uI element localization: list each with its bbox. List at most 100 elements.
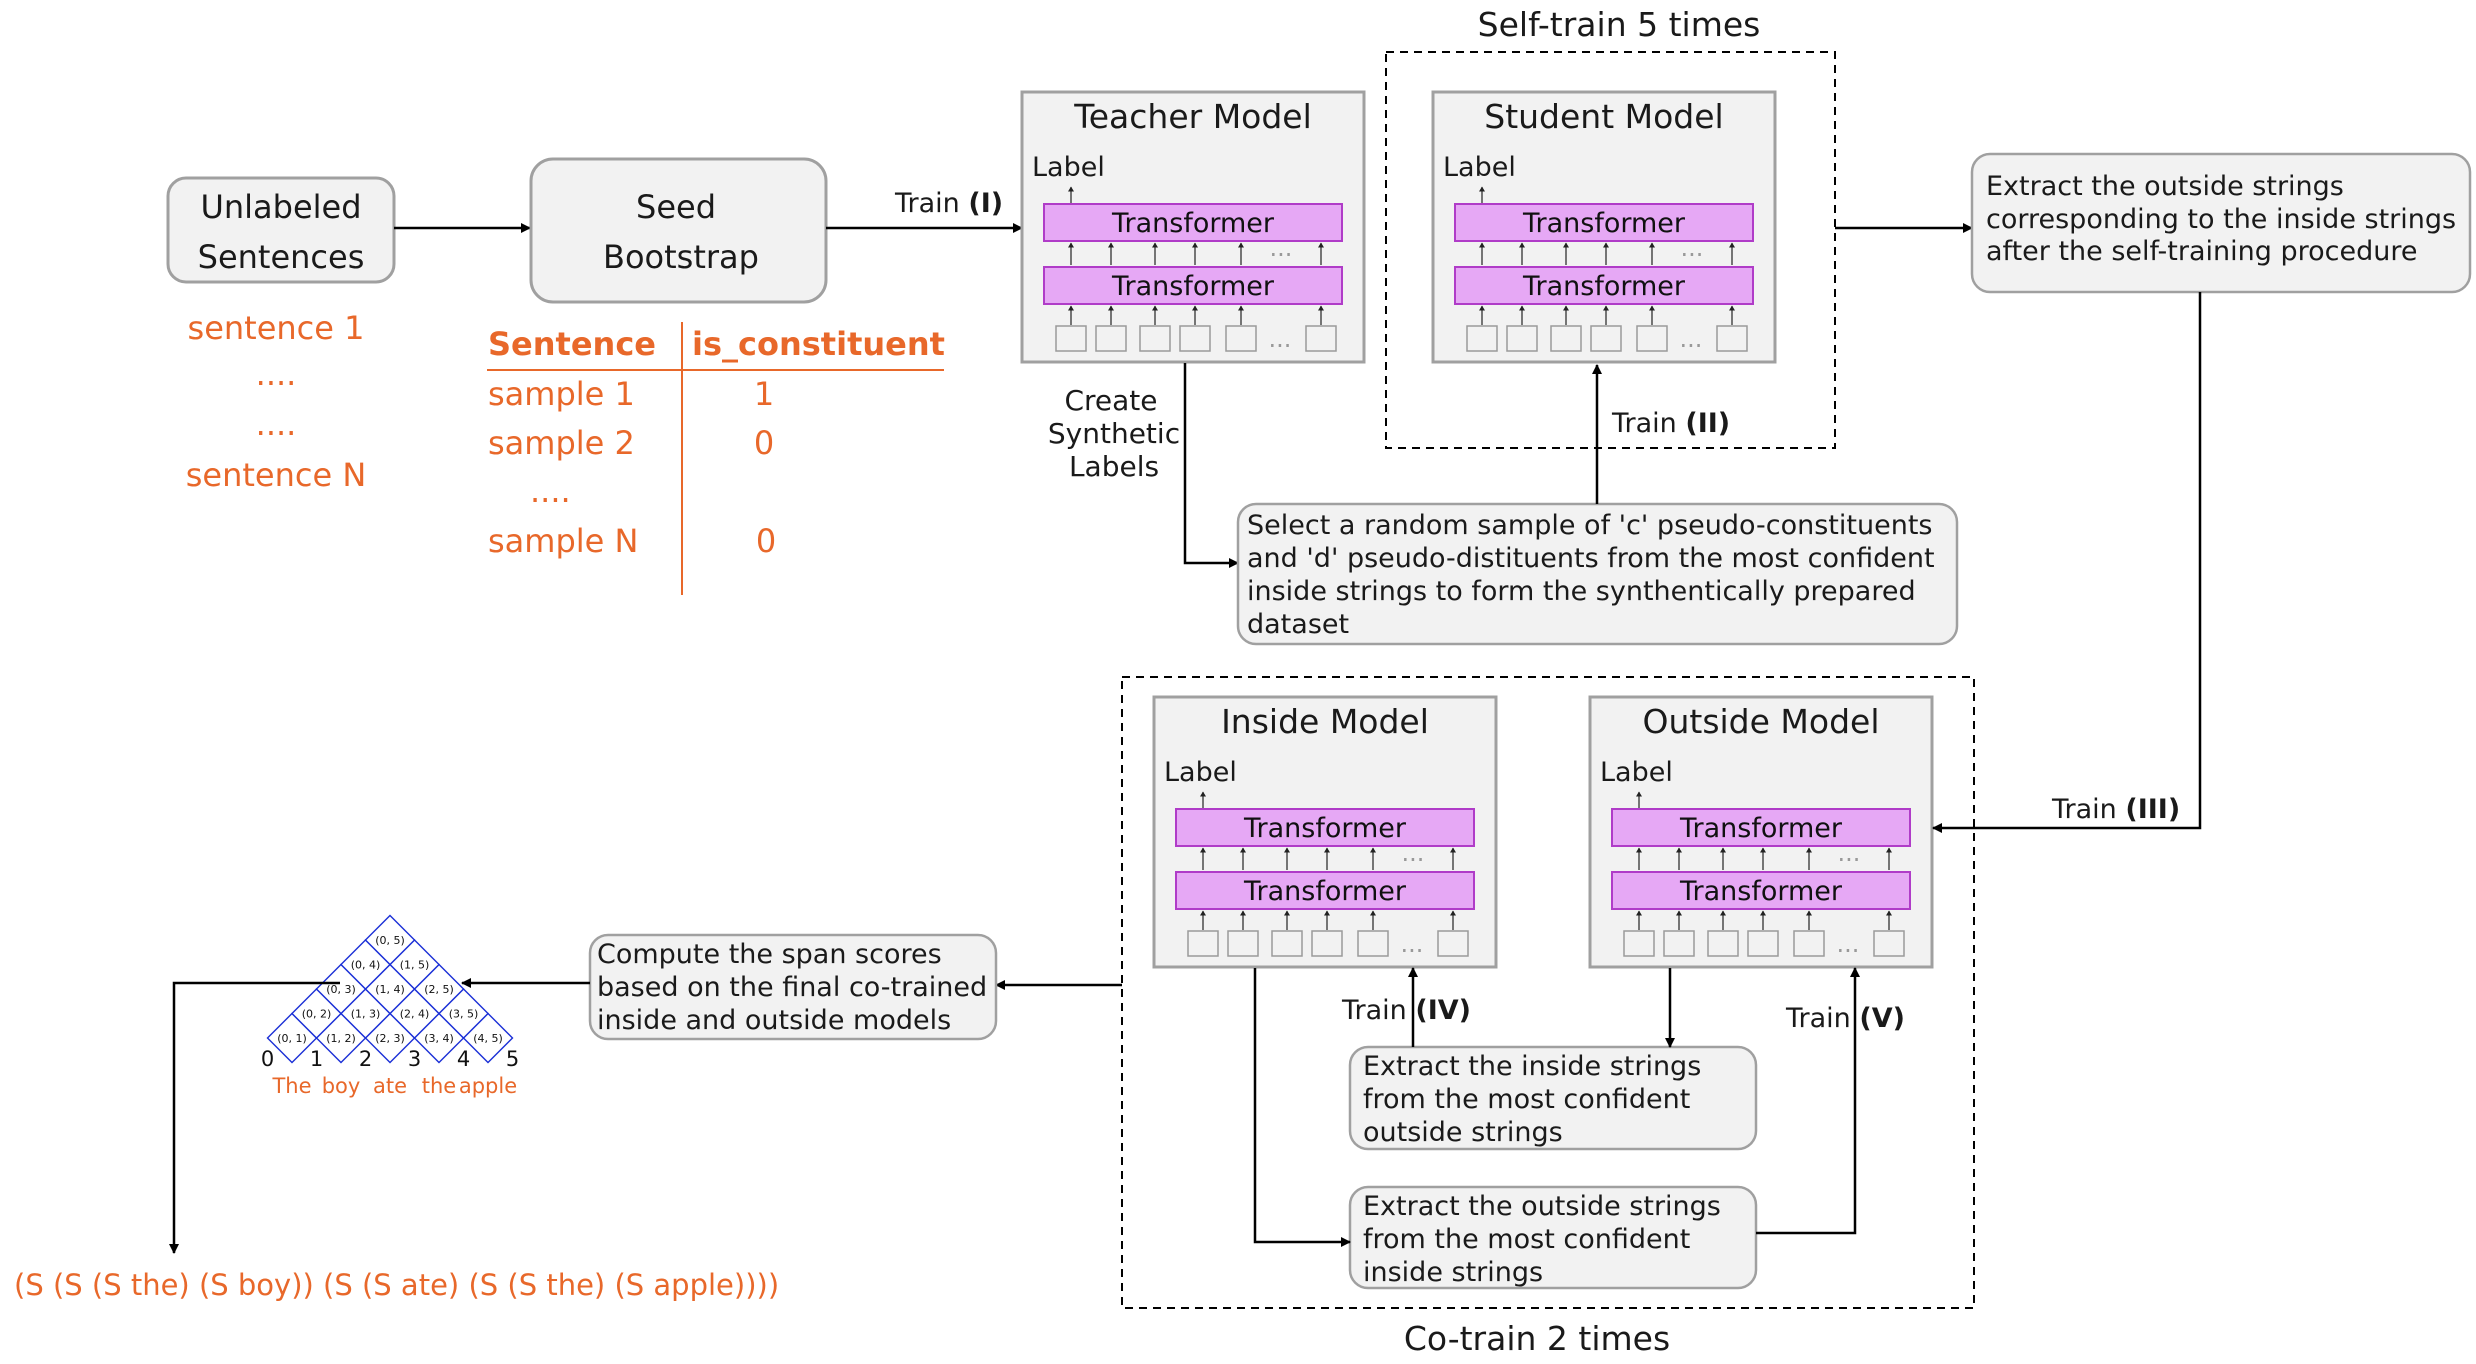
outside-dots: ...	[1838, 839, 1861, 867]
chart-word: ate	[373, 1074, 407, 1098]
outside-model-title: Outside Model	[1642, 702, 1879, 741]
teacher-input-token	[1139, 325, 1171, 352]
train-label-4: Train (IV)	[1341, 995, 1471, 1026]
train-label-1: Train (I)	[894, 188, 1003, 219]
extract-inside-strings-box: Extract the inside strings from the most…	[1348, 1045, 1758, 1151]
unlabeled-sentences-box: Unlabeled Sentences	[166, 176, 396, 284]
chart-index: 3	[408, 1047, 421, 1071]
outside-token-dots: ...	[1837, 930, 1860, 958]
outside-input-token	[1747, 930, 1779, 957]
select-sample-box: Select a random sample of 'c' pseudo-con…	[1236, 502, 1959, 646]
create-synthetic-line: Synthetic	[1048, 417, 1180, 450]
chart-cell-label: (0, 2)	[302, 1008, 332, 1021]
extract-outside-line: after the self-training procedure	[1986, 236, 2417, 267]
inside-input-token	[1271, 930, 1303, 957]
extract-outside-strings-bottom-box: Extract the outside strings from the mos…	[1348, 1185, 1758, 1290]
co-train-caption: Co-train 2 times	[1404, 1319, 1670, 1358]
teacher-input-token	[1305, 325, 1337, 352]
outside-transformer-label: Transformer	[1679, 876, 1843, 907]
extract-inside-line: outside strings	[1363, 1117, 1563, 1148]
chart-cell-label: (2, 4)	[400, 1008, 430, 1021]
cky-chart: (0, 1)(1, 2)(2, 3)(3, 4)(4, 5)(0, 2)(1, …	[261, 914, 519, 1098]
self-train-region	[1385, 51, 1836, 449]
chart-word: The	[271, 1074, 311, 1098]
extract-inside-line: from the most confident	[1363, 1084, 1690, 1115]
student-transformer-label: Transformer	[1522, 271, 1686, 302]
chart-cell-label: (0, 1)	[277, 1032, 307, 1045]
teacher-transformer-layer	[1043, 203, 1343, 242]
student-input-token	[1466, 325, 1498, 352]
train-label-3: Train (III)	[2051, 794, 2180, 825]
self-train-caption: Self-train 5 times	[1478, 5, 1761, 44]
inside-transformer-label: Transformer	[1243, 876, 1407, 907]
chart-cell-label: (3, 4)	[424, 1032, 454, 1045]
unlabeled-line1: Unlabeled	[200, 188, 361, 226]
table-cell-value: 1	[754, 375, 774, 413]
inside-token-dots: ...	[1401, 930, 1424, 958]
extract-outside-line: corresponding to the inside strings	[1986, 204, 2456, 235]
teacher-transformer-layer	[1043, 266, 1343, 305]
chart-cell-label: (1, 4)	[375, 983, 405, 996]
table-cell-sample: sample 2	[488, 424, 635, 462]
teacher-input-token	[1179, 325, 1211, 352]
extract-inside-line: Extract the inside strings	[1363, 1051, 1701, 1082]
outside-transformer-layer	[1611, 808, 1911, 847]
table-cell-sample: ....	[530, 472, 571, 510]
extract-outside-bottom-line: from the most confident	[1363, 1224, 1690, 1255]
unlabeled-line2: Sentences	[198, 238, 365, 276]
inside-transformer-label: Transformer	[1243, 813, 1407, 844]
student-input-token	[1636, 325, 1668, 352]
chart-cell-label: (0, 4)	[351, 959, 381, 972]
chart-word: the	[422, 1074, 456, 1098]
inside-model-output-label: Label	[1164, 757, 1237, 788]
inside-input-token	[1311, 930, 1343, 957]
teacher-model: Teacher ModelLabelTransformerTransformer…	[1020, 90, 1366, 364]
chart-index: 0	[261, 1047, 274, 1071]
student-transformer-layer	[1454, 203, 1754, 242]
student-token-dots: ...	[1680, 325, 1703, 353]
table-cell-value: 0	[756, 522, 776, 560]
arrow-teacher-to-select	[1183, 363, 1239, 568]
outside-input-token	[1623, 930, 1655, 957]
extract-outside-bottom-line: Extract the outside strings	[1363, 1191, 1721, 1222]
chart-cell-label: (2, 3)	[375, 1032, 405, 1045]
outside-input-token	[1663, 930, 1695, 957]
chart-cell-label: (2, 5)	[424, 983, 454, 996]
inside-transformer-layer	[1175, 808, 1475, 847]
arrow-inside-to-extract-outside	[1253, 968, 1351, 1247]
chart-index: 5	[506, 1047, 519, 1071]
extract-outside-strings-box: Extract the outside strings correspondin…	[1970, 152, 2472, 294]
inside-input-token	[1187, 930, 1219, 957]
select-line: Select a random sample of 'c' pseudo-con…	[1247, 510, 1932, 541]
student-transformer-label: Transformer	[1522, 208, 1686, 239]
select-line: inside strings to form the synthenticall…	[1247, 576, 1916, 607]
table-cell-sample: sample 1	[488, 375, 635, 413]
teacher-model-title: Teacher Model	[1073, 97, 1312, 136]
sentence-item: ....	[256, 355, 297, 393]
arrow-extract-to-cotrain	[1932, 292, 2202, 833]
sentences-list: sentence 1 .... .... sentence N	[186, 309, 367, 494]
sentence-item: sentence N	[186, 456, 367, 494]
chart-cell-label: (1, 5)	[400, 959, 430, 972]
table-header-sentence: Sentence	[488, 325, 656, 363]
chart-index: 1	[310, 1047, 323, 1071]
inside-input-token	[1227, 930, 1259, 957]
outside-input-token	[1873, 930, 1905, 957]
chart-cell-label: (3, 5)	[449, 1008, 479, 1021]
inside-dots: ...	[1402, 839, 1425, 867]
teacher-model-output-label: Label	[1032, 152, 1105, 183]
chart-index: 2	[359, 1047, 372, 1071]
student-input-token	[1716, 325, 1748, 352]
inside-model: Inside ModelLabelTransformerTransformer.…	[1152, 695, 1498, 969]
outside-transformer-layer	[1611, 871, 1911, 910]
compute-line: based on the final co-trained	[597, 972, 987, 1003]
inside-input-token	[1357, 930, 1389, 957]
create-synthetic-line: Create	[1064, 384, 1157, 417]
student-transformer-layer	[1454, 266, 1754, 305]
seed-bootstrap-box: Seed Bootstrap	[529, 157, 828, 304]
select-line: and 'd' pseudo-distituents from the most…	[1247, 543, 1935, 574]
table-cell-sample: sample N	[488, 522, 638, 560]
chart-cell-label: (1, 2)	[326, 1032, 356, 1045]
table-header-is-constituent: is_constituent	[692, 325, 945, 363]
outside-transformer-label: Transformer	[1679, 813, 1843, 844]
